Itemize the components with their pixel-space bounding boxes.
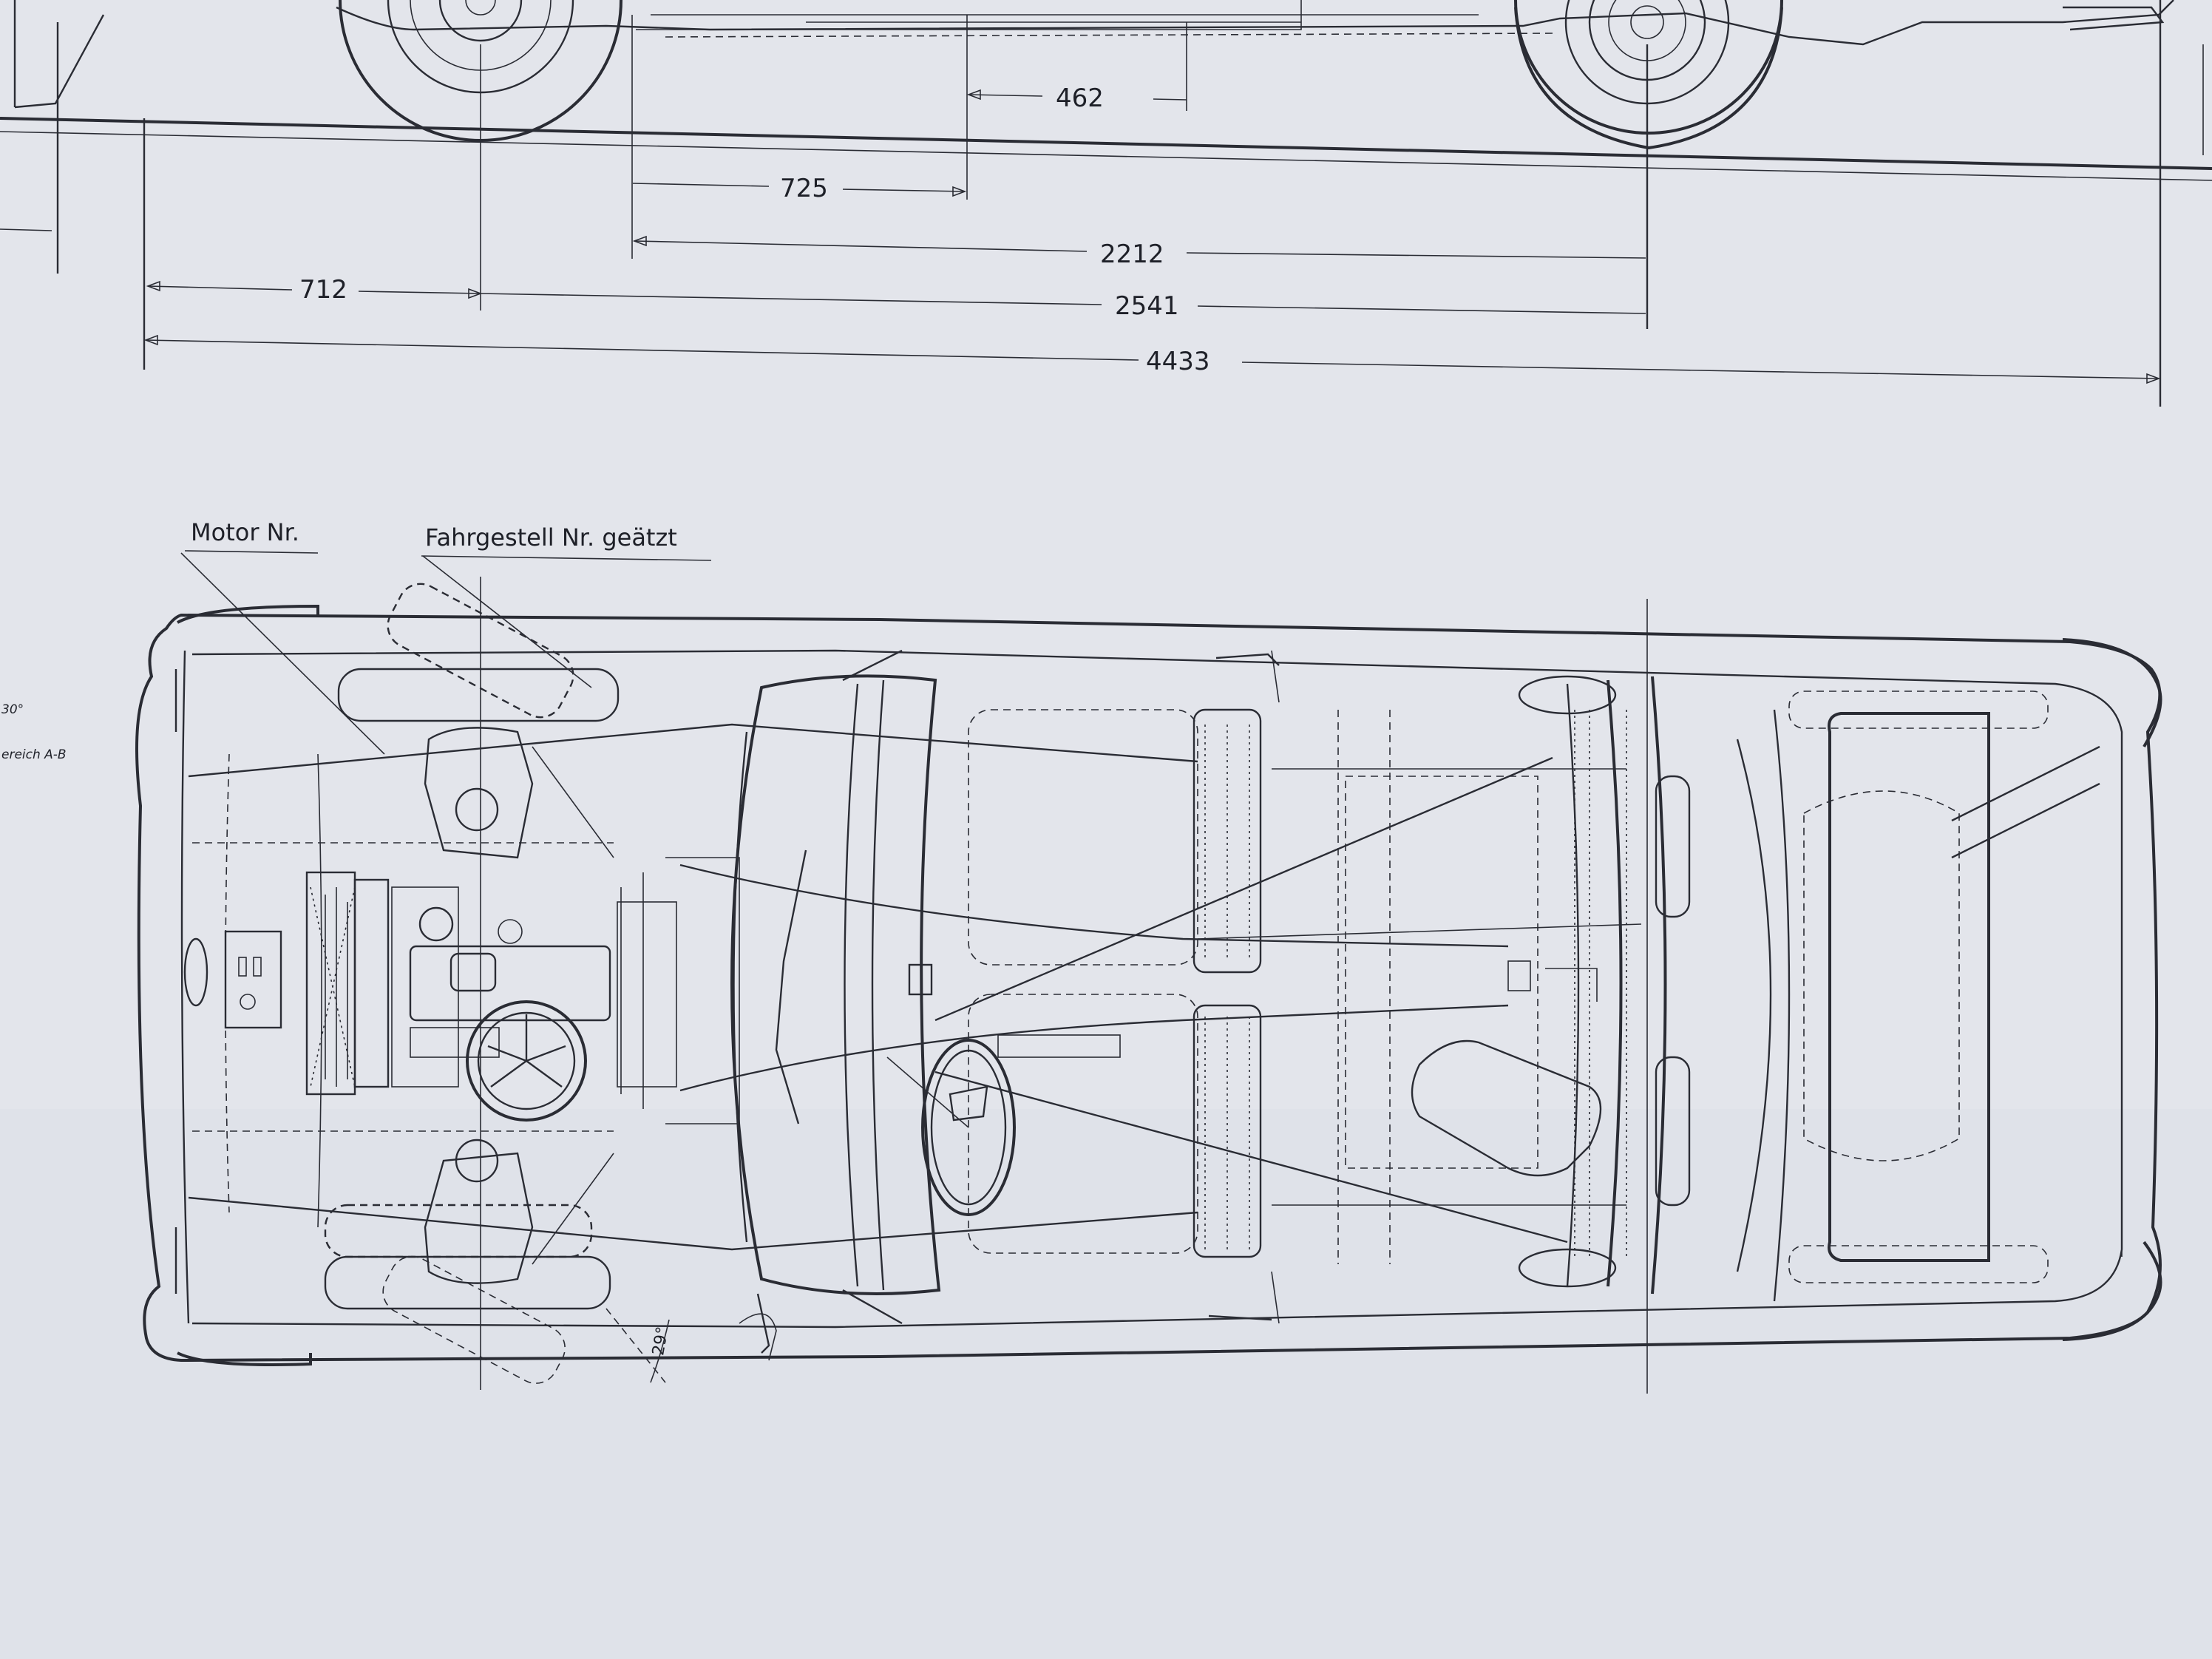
rear-axle [1507, 675, 1691, 1295]
dim-712: 712 [299, 275, 347, 305]
trunk-lid [1828, 712, 1990, 1262]
dim-2212: 2212 [1100, 240, 1164, 269]
callout-labels: Motor Nr. Fahrgestell Nr. geätzt 30° ere… [1, 518, 712, 762]
dim-2541: 2541 [1115, 291, 1179, 321]
label-fahrgestell: Fahrgestell Nr. geätzt [425, 523, 677, 552]
front-wheels [324, 583, 620, 1384]
rear-wheel [1514, 0, 1783, 150]
plan-view: 29° [135, 577, 2162, 1394]
side-view [0, 0, 2212, 181]
margin-note-1: 30° [1, 702, 24, 717]
margin-note-2: ereich A-B [1, 747, 67, 762]
fuel-tank [1411, 1039, 1602, 1177]
dim-462: 462 [1056, 84, 1104, 113]
dim-4433: 4433 [1146, 347, 1210, 376]
dim-725: 725 [780, 174, 828, 203]
ground-line [0, 117, 2212, 170]
engine [305, 871, 677, 1122]
dimension-lines: 462 725 2212 712 2541 4433 [0, 0, 2204, 407]
label-motor-nr: Motor Nr. [191, 518, 299, 546]
